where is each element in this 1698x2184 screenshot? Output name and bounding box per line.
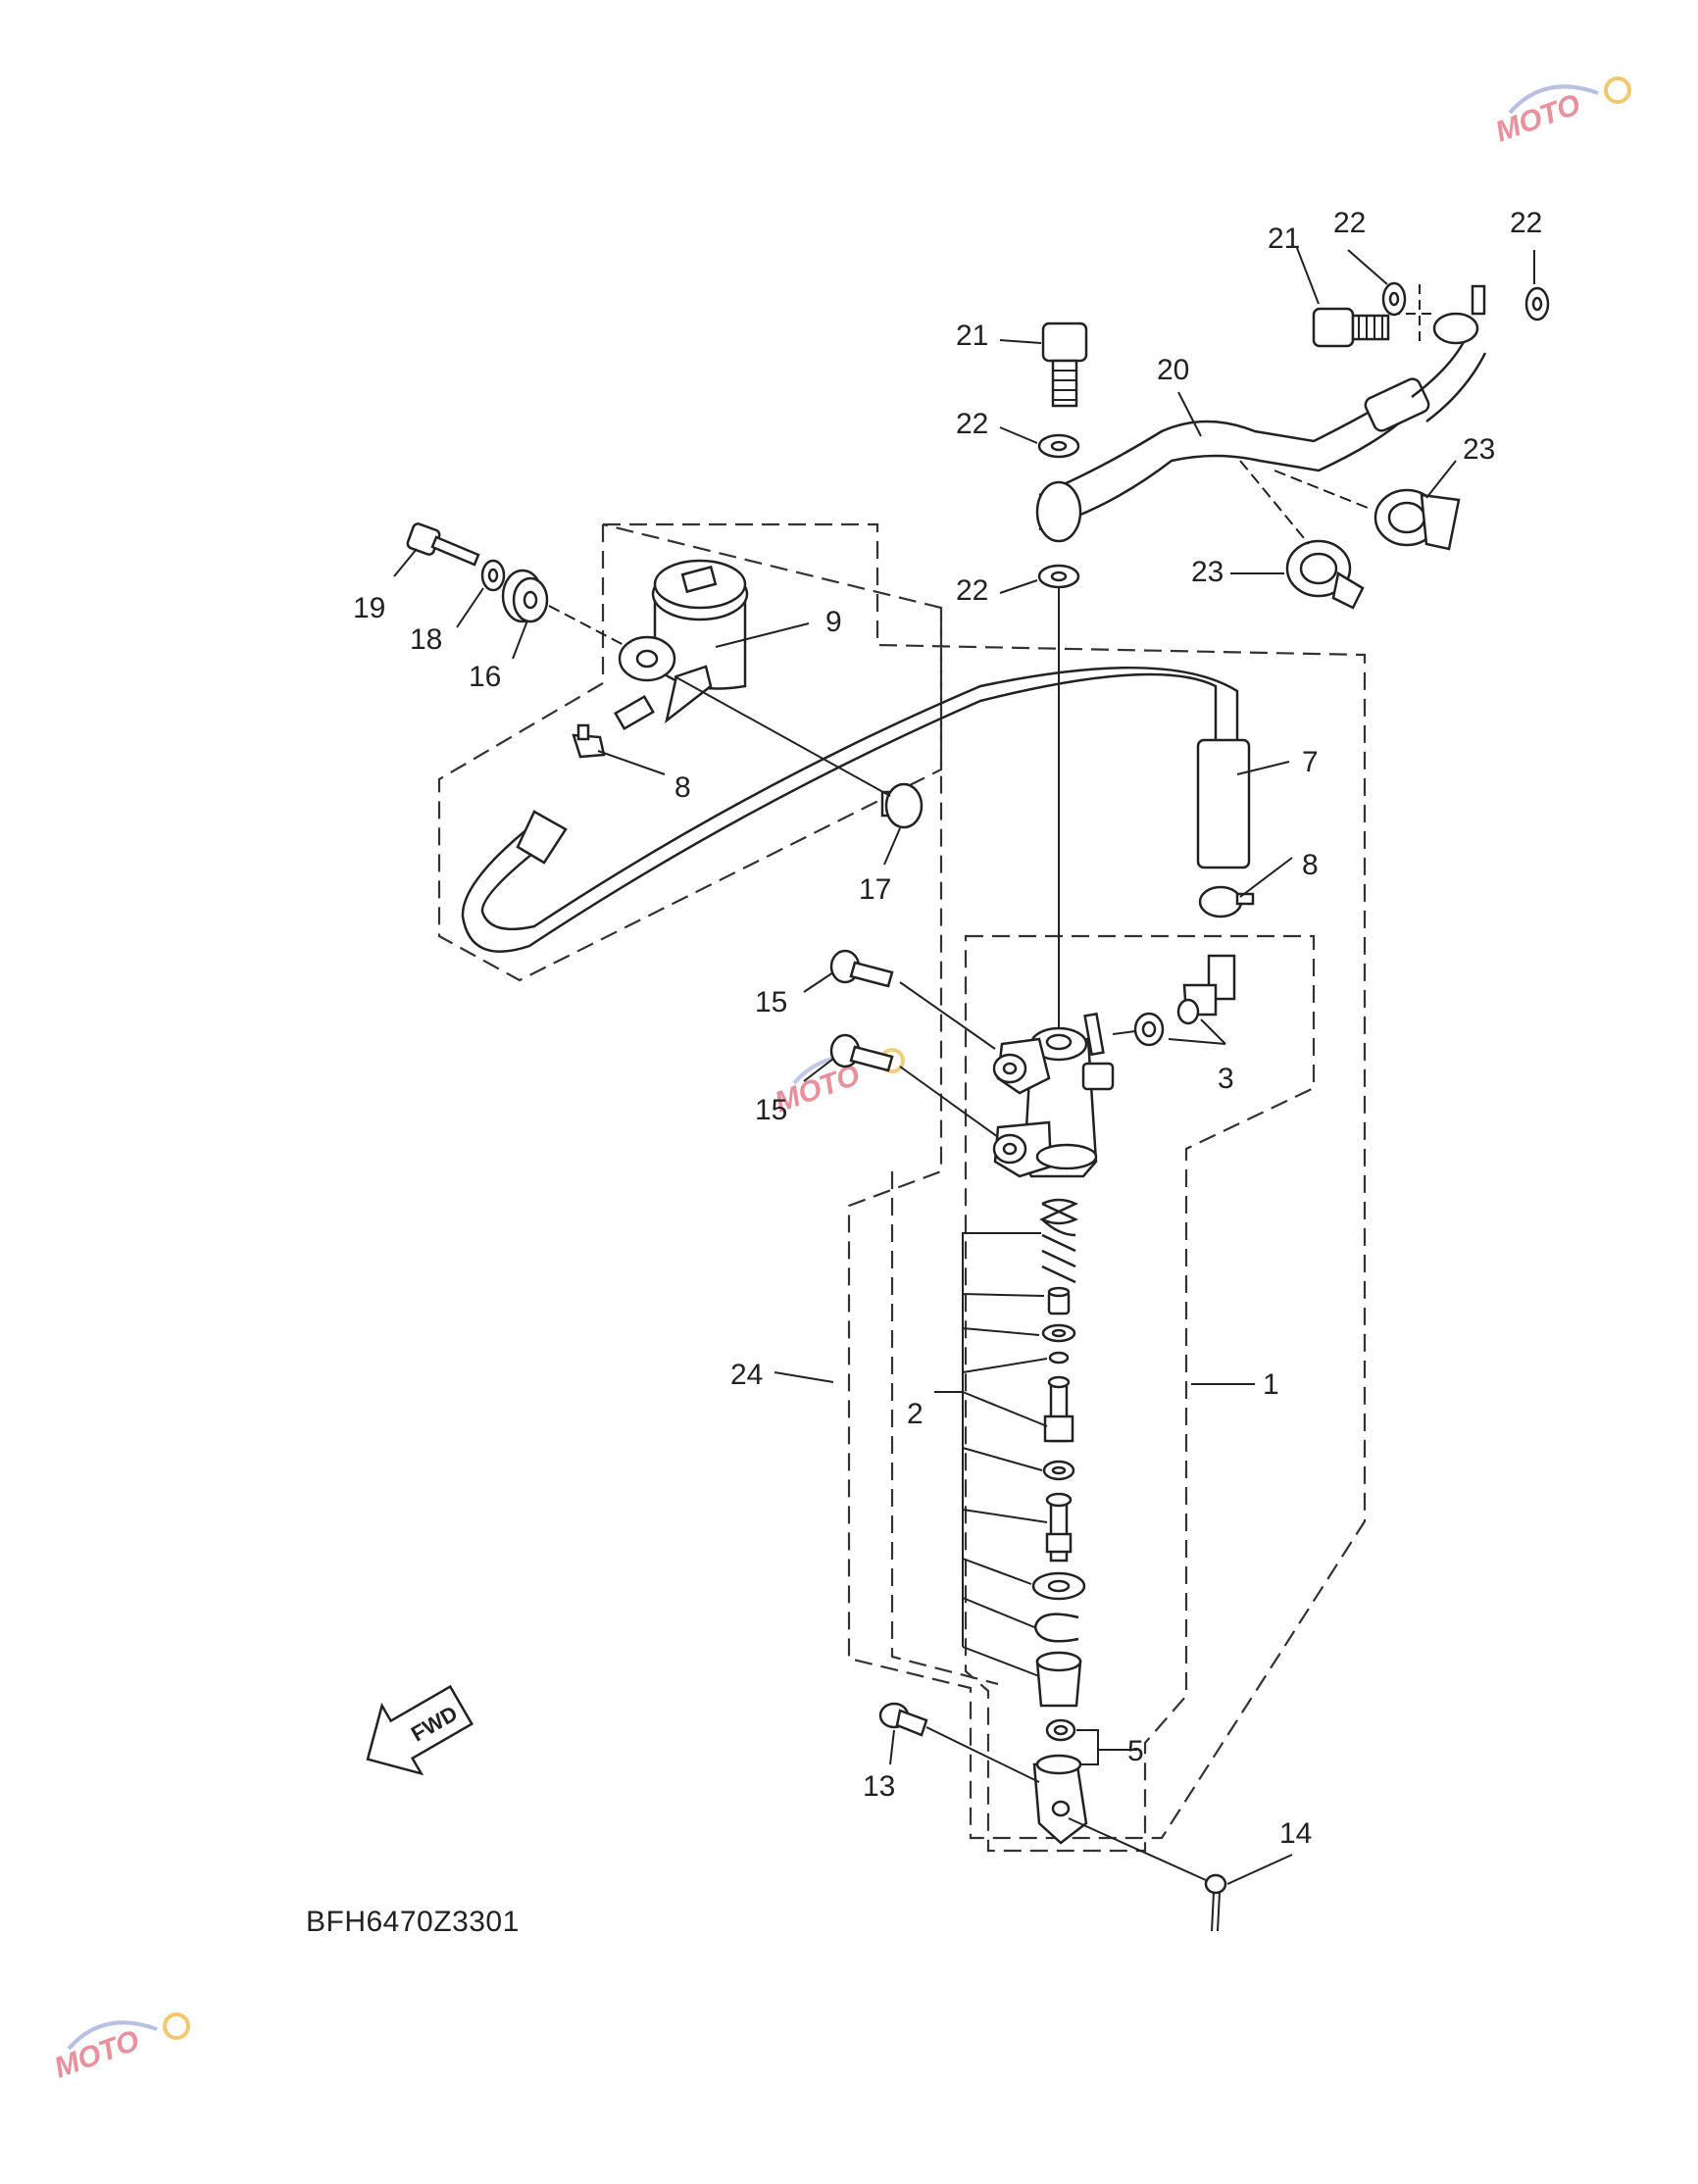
union-bolt-upper: [1312, 307, 1390, 348]
callout-20: 20: [1157, 354, 1189, 386]
callout-22: 22: [956, 574, 988, 607]
assembly-boundary-24: [602, 522, 1367, 1840]
callout-22: 22: [1333, 207, 1366, 239]
reservoir-grommet: [501, 569, 549, 623]
cotter-pin: [1204, 1873, 1227, 1932]
callout-9: 9: [825, 606, 842, 638]
fwd-arrow-icon: FWD: [366, 1684, 474, 1776]
callout-21: 21: [1268, 223, 1300, 255]
hose-clamp-b: [1285, 539, 1365, 610]
callout-16: 16: [469, 661, 501, 693]
mounting-bolt-lower: [829, 1033, 894, 1072]
callout-21: 21: [956, 320, 988, 352]
reservoir-bolt: [406, 522, 480, 567]
watermark-logo-top: MOTO: [1491, 76, 1631, 149]
callout-1: 1: [1263, 1368, 1279, 1401]
mounting-bolt-upper: [829, 949, 894, 988]
rod-washer: [1031, 1571, 1086, 1601]
reservoir-hose: [461, 666, 1251, 953]
master-cylinder-body: [992, 1012, 1115, 1178]
dust-boot: [1035, 1651, 1082, 1708]
leader-lines: [393, 247, 1535, 1885]
callout-24: 24: [730, 1359, 763, 1391]
reservoir-tank: [614, 559, 749, 731]
callout-5: 5: [1127, 1735, 1144, 1767]
callout-22: 22: [956, 408, 988, 440]
washer-upper-a: [1381, 281, 1407, 317]
callout-7: 7: [1302, 746, 1319, 778]
callout-3: 3: [1218, 1063, 1234, 1095]
union-bolt-left: [1041, 322, 1088, 408]
callout-15: 15: [755, 986, 787, 1018]
cup-seal-c: [1042, 1460, 1075, 1481]
clevis: [1032, 1754, 1088, 1845]
callout-17: 17: [859, 873, 891, 906]
callout-2: 2: [907, 1398, 924, 1430]
callout-18: 18: [410, 623, 442, 656]
callout-labels: 21 22 22 21 20 22 23 23 22 19 18 16 9 8 …: [353, 207, 1542, 1850]
watermark-logo-bottom: MOTO: [50, 2012, 190, 2085]
clevis-pin: [878, 1702, 928, 1737]
assembly-boundary-reservoir: [437, 524, 943, 982]
cup-seal-a: [1041, 1323, 1076, 1343]
drawing-code: BFH6470Z3301: [306, 1906, 520, 1938]
union-seal: [1133, 998, 1200, 1047]
callout-14: 14: [1279, 1817, 1312, 1850]
push-rod: [1045, 1492, 1073, 1563]
reservoir-joint: [880, 782, 924, 829]
cup-seal-b: [1048, 1351, 1070, 1365]
callout-8: 8: [674, 771, 691, 804]
lock-nut: [1045, 1718, 1076, 1742]
washer-left-lower: [1037, 564, 1080, 589]
circlip: [1033, 1613, 1079, 1643]
assembly-boundary-1: [964, 934, 1316, 1853]
hose-clamp-a: [1373, 488, 1461, 551]
washer-left-upper: [1037, 433, 1080, 459]
assembly-boundary-inner: [890, 1171, 999, 1686]
reservoir-washer: [480, 559, 506, 592]
svg-text:MOTO: MOTO: [1491, 88, 1584, 149]
hose-clip-lower: [1198, 885, 1255, 918]
hose-joint: [1182, 954, 1236, 1017]
callout-8: 8: [1302, 849, 1319, 881]
spring-seat: [1047, 1286, 1071, 1315]
callout-15: 15: [755, 1094, 787, 1126]
callout-23: 23: [1463, 433, 1495, 466]
piston-spring: [1039, 1198, 1078, 1284]
washer-upper-b: [1524, 286, 1550, 322]
callout-23: 23: [1191, 556, 1224, 588]
callout-22: 22: [1510, 207, 1542, 239]
callout-19: 19: [353, 592, 385, 624]
svg-text:MOTO: MOTO: [50, 2024, 143, 2085]
hose-clip-upper: [572, 723, 606, 759]
brake-hose: [1035, 284, 1487, 543]
piston-a: [1043, 1375, 1074, 1443]
callout-13: 13: [863, 1770, 895, 1803]
